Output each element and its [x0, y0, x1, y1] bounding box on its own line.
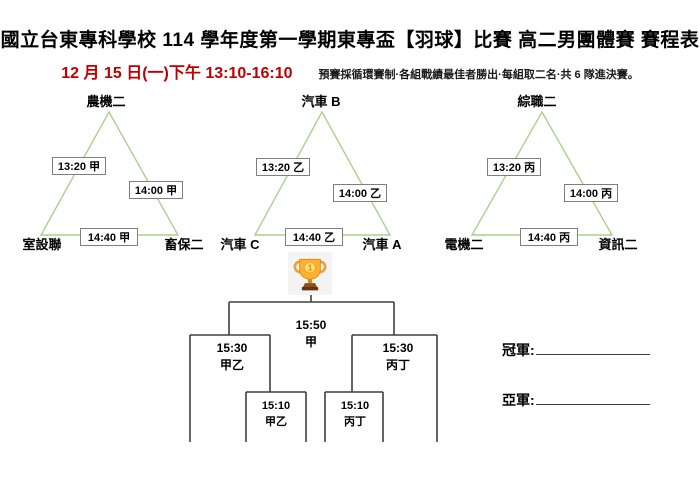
quarter-right-time: 15:10: [340, 400, 370, 412]
semifinal-left-label: 15:30 甲乙: [217, 340, 248, 374]
group-c-team-top: 綜職二: [517, 94, 557, 109]
group-c-match-bottom: 14:40 丙: [520, 228, 578, 246]
runner-up-row: 亞軍:: [502, 390, 650, 410]
quarter-left-court: 甲乙: [264, 416, 287, 428]
semifinal-right-label: 15:30 丙丁: [383, 340, 414, 374]
event-date: 12 月 15 日(一)下午 13:10-16:10: [61, 65, 293, 82]
final-court: 甲: [304, 335, 318, 349]
group-a-match-bottom: 14:40 甲: [80, 228, 138, 246]
semifinal-right-court: 丙丁: [385, 358, 411, 372]
semifinal-right-time: 15:30: [382, 341, 414, 355]
runner-up-label: 亞軍:: [502, 392, 535, 408]
group-b-team-right: 汽車 A: [362, 237, 402, 252]
group-a-team-top: 農機二: [86, 94, 126, 109]
group-a-match-left: 13:20 甲: [52, 157, 106, 175]
champion-row: 冠軍:: [502, 340, 650, 360]
svg-text:1: 1: [308, 263, 313, 272]
final-time: 15:50: [295, 318, 327, 332]
trophy-icon-graphic: 1: [293, 258, 327, 290]
group-c-match-right: 14:00 丙: [564, 184, 618, 202]
bracket-lines: [189, 295, 438, 442]
champion-label: 冠軍:: [502, 342, 535, 358]
group-a-team-left: 室設聯: [22, 237, 62, 252]
quarter-left-time: 15:10: [261, 400, 291, 412]
group-b-team-top: 汽車 B: [301, 94, 341, 109]
group-a-team-right: 畜保二: [164, 237, 204, 252]
quarter-right-court: 丙丁: [343, 416, 366, 428]
group-b-match-bottom: 14:40 乙: [285, 228, 343, 246]
rules-note: 預賽採循環賽制·各組戰績最佳者勝出·每組取二名·共 6 隊進決賽。: [318, 69, 639, 81]
runner-up-blank-line: [535, 391, 650, 405]
quarter-right-label: 15:10 丙丁: [341, 398, 369, 430]
subtitle-row: 12 月 15 日(一)下午 13:10-16:10 預賽採循環賽制·各組戰績最…: [0, 59, 700, 83]
champion-blank-line: [535, 341, 650, 355]
semifinal-left-time: 15:30: [216, 341, 248, 355]
quarter-left-label: 15:10 甲乙: [262, 398, 290, 430]
group-b-team-left: 汽車 C: [220, 237, 260, 252]
page-title: 國立台東專科學校 114 學年度第一學期東專盃【羽球】比賽 高二男團體賽 賽程表: [0, 30, 700, 51]
group-c-match-left: 13:20 丙: [487, 158, 541, 176]
final-match-label: 15:50 甲: [296, 317, 327, 351]
group-b-match-left: 13:20 乙: [256, 158, 310, 176]
group-c-team-left: 電機二: [444, 237, 484, 252]
group-c-team-right: 資訊二: [598, 237, 638, 252]
trophy-icon: 1: [288, 252, 332, 295]
group-a-match-right: 14:00 甲: [129, 181, 183, 199]
semifinal-left-court: 甲乙: [219, 358, 245, 372]
group-b-match-right: 14:00 乙: [333, 184, 387, 202]
